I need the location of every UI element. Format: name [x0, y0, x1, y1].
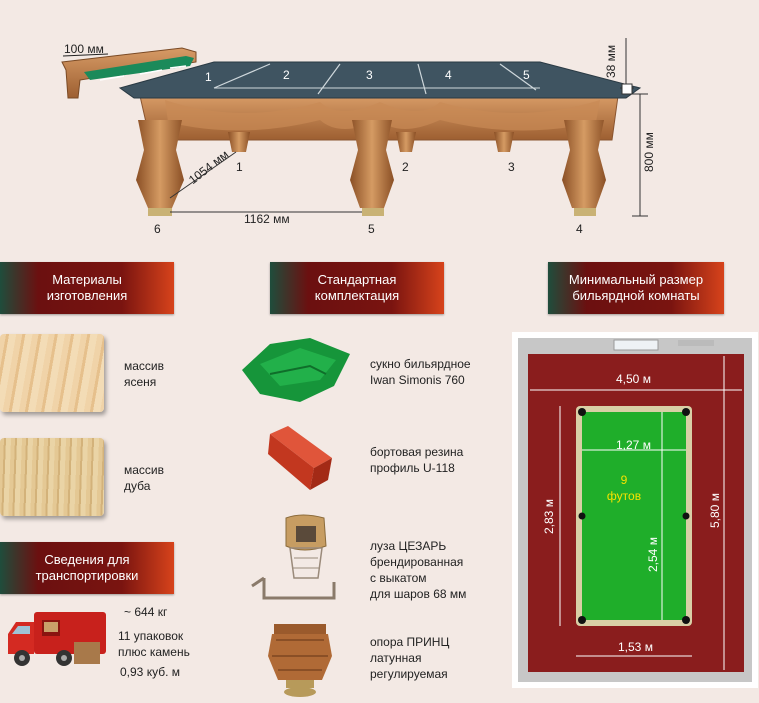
- pocket-icon: [251, 514, 336, 600]
- standard-kit-banner: Стандартная комплектация: [270, 262, 444, 314]
- material-oak: массив дуба: [124, 463, 165, 493]
- leg-support-icon: [268, 624, 332, 697]
- kit-item-support: опора ПРИНЦ латунная регулируемая: [370, 635, 450, 681]
- leg-label-4: 4: [576, 222, 583, 236]
- kit-item-pocket: луза ЦЕЗАРЬ брендированная с выкатом для…: [370, 539, 467, 601]
- room-plan-drawing: [518, 338, 752, 682]
- cloth-icon: [242, 338, 350, 402]
- shipping-volume: 0,93 куб. м: [120, 665, 180, 679]
- room-width-label: 4,50 м: [616, 372, 651, 386]
- room-banner: Минимальный размер бильярдной комнаты: [548, 262, 724, 314]
- table-height-label: 800 мм: [642, 132, 656, 172]
- slate-section-4: 4: [445, 68, 452, 82]
- materials-title-line2: изготовления: [46, 288, 128, 303]
- table-outer-length-label: 2,83 м: [542, 499, 556, 534]
- shipping-title-line2: транспортировки: [35, 568, 139, 583]
- shipping-title-line1: Сведения для: [44, 552, 130, 567]
- materials-banner: Материалы изготовления: [0, 262, 174, 314]
- kit-item-cloth: сукно бильярдное Iwan Simonis 760: [370, 357, 471, 387]
- ash-wood-sample: [0, 334, 104, 412]
- table-inner-width-label: 1,27 м: [616, 438, 651, 452]
- leg-label-1: 1: [236, 160, 243, 174]
- leg-label-6: 6: [154, 222, 161, 236]
- slate-section-3: 3: [366, 68, 373, 82]
- kit-item-rubber: бортовая резина профиль U-118: [370, 445, 464, 475]
- oak-wood-sample: [0, 438, 104, 516]
- materials-title-line1: Материалы: [52, 272, 122, 287]
- leg-label-3: 3: [508, 160, 515, 174]
- room-title-line1: Минимальный размер: [568, 272, 704, 287]
- shipping-weight: ~ 644 кг: [124, 605, 168, 619]
- leg-label-5: 5: [368, 222, 375, 236]
- room-title-line2: бильярдной комнаты: [572, 288, 700, 303]
- table-illustration: [61, 38, 648, 217]
- table-size-label: 9 футов: [606, 473, 642, 503]
- room-length-label: 5,80 м: [708, 493, 722, 528]
- truck-icon: [8, 612, 106, 666]
- standard-kit-title-line2: комплектация: [314, 288, 400, 303]
- shipping-banner: Сведения для транспортировки: [0, 542, 174, 594]
- rail-profile-illustration: [61, 47, 197, 99]
- slate-section-1: 1: [205, 70, 212, 84]
- table-outer-width-label: 1,53 м: [618, 640, 653, 654]
- length-label: 1162 мм: [244, 212, 290, 226]
- table-inner-length-label: 2,54 м: [646, 537, 660, 572]
- material-ash: массив ясеня: [124, 359, 165, 389]
- leg-label-2: 2: [402, 160, 409, 174]
- cushion-rubber-icon: [268, 426, 332, 490]
- cushion-height-label: 38 мм: [604, 44, 618, 78]
- room-plan: 4,50 м 5,80 м 2,83 м 1,27 м 2,54 м 1,53 …: [512, 332, 758, 688]
- slate-section-5: 5: [523, 68, 530, 82]
- rail-width-label: 100 мм: [64, 42, 104, 56]
- standard-kit-title-line1: Стандартная: [317, 272, 397, 287]
- shipping-packages: 11 упаковок плюс камень: [118, 629, 190, 659]
- table-diagram: 100 мм 38 мм 800 мм 1054 мм 1162 мм 1 2 …: [0, 0, 759, 245]
- slate-section-2: 2: [283, 68, 290, 82]
